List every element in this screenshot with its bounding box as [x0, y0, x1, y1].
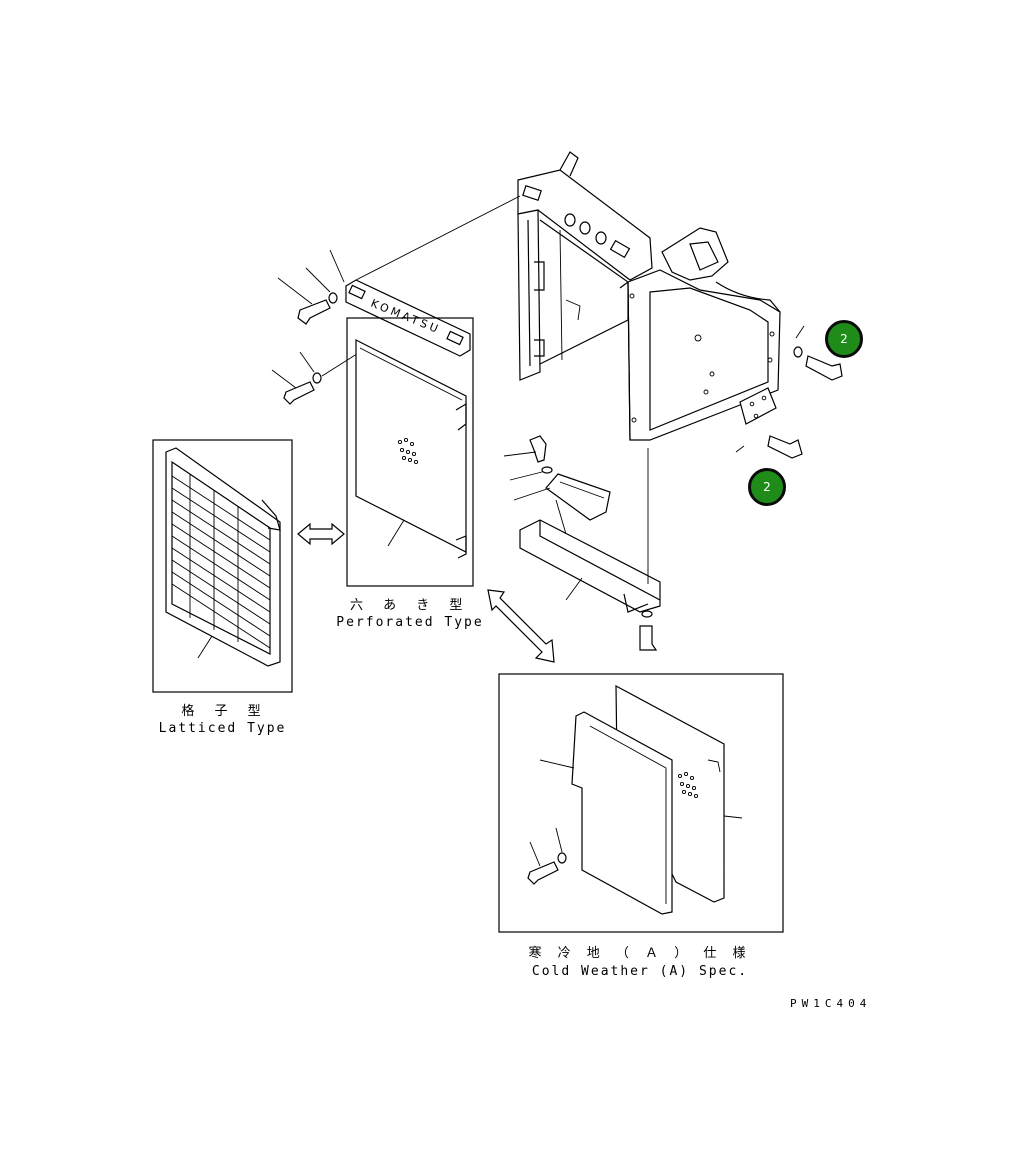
callout-badge-lower[interactable]: 2 — [748, 468, 786, 506]
center-bolt — [503, 435, 553, 481]
cold-weather-spec-box — [498, 673, 784, 933]
screen-bolt — [271, 351, 361, 405]
komatsu-nameplate: KOMATSU — [329, 195, 521, 357]
side-bolt-upper — [793, 325, 843, 381]
latticed-type-jp-label: 格 子 型 — [181, 704, 269, 719]
cold-weather-jp-label: 寒 冷 地 （ Ａ ） 仕 様 — [528, 946, 752, 961]
main-frame — [517, 151, 781, 441]
latticed-type-box — [152, 439, 293, 693]
callout-number: 2 — [840, 332, 848, 346]
nameplate-bolt — [277, 267, 338, 325]
bottom-bracket — [519, 448, 661, 613]
swap-arrow-horizontal — [297, 522, 345, 546]
latticed-type-en-label: Latticed Type — [158, 721, 287, 736]
perforated-type-box — [346, 317, 474, 587]
hinge-plate — [513, 473, 611, 535]
drawing-code: PW1C404 — [790, 997, 872, 1010]
side-bolt-lower — [735, 435, 803, 459]
perforated-type-en-label: Perforated Type — [336, 615, 484, 630]
callout-number: 2 — [763, 480, 771, 494]
bottom-bolt — [639, 610, 658, 651]
callout-badge-upper[interactable]: 2 — [825, 320, 863, 358]
swap-arrow-diagonal — [487, 589, 555, 663]
perforated-type-jp-label: 六 あ き 型 — [350, 598, 471, 613]
cold-weather-en-label: Cold Weather (A) Spec. — [531, 964, 749, 979]
